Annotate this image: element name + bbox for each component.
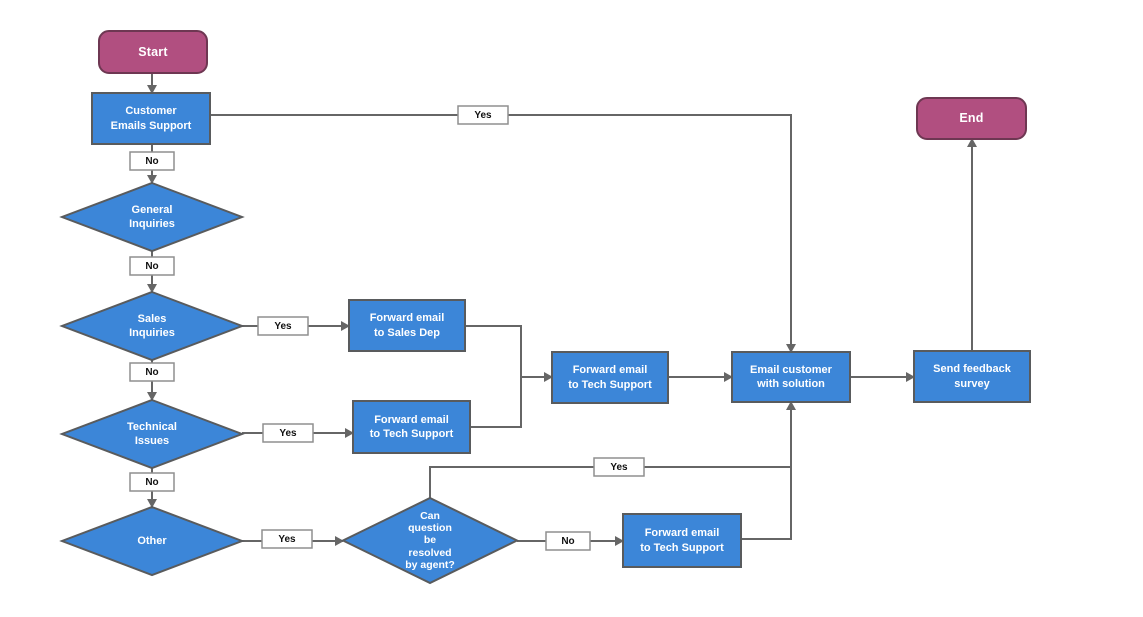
edge-forward-tech1-merge: [470, 378, 522, 428]
forward-email-tech-support-2-shape: [551, 351, 669, 404]
label-no-2-box: [129, 256, 175, 276]
email-customer-with-solution-shape: [731, 351, 851, 403]
send-feedback-survey-shape: [913, 350, 1031, 403]
start-shape: [98, 30, 208, 74]
edge-forward-sales-to-forward-tech2: [465, 325, 553, 382]
label-yes-technical-box: [262, 423, 314, 443]
edge-resolve-yes-to-email: [429, 401, 796, 498]
technical-issues-shape: [59, 398, 245, 470]
label-yes-top-box: [457, 105, 509, 125]
forward-email-tech-support-1-shape: [352, 400, 471, 454]
end-shape: [916, 97, 1027, 140]
label-no-resolved-box: [545, 531, 591, 551]
other-shape: [59, 505, 245, 577]
can-question-be-resolved-shape: [340, 496, 520, 585]
forward-email-tech-support-3-shape: [622, 513, 742, 568]
edge-forward-tech3-merge: [741, 467, 792, 540]
general-inquiries-shape: [59, 181, 245, 253]
label-no-1-box: [129, 151, 175, 171]
sales-inquiries-shape: [59, 290, 245, 362]
customer-emails-support-shape: [91, 92, 211, 145]
forward-email-sales-dep-shape: [348, 299, 466, 352]
label-no-4-box: [129, 472, 175, 492]
edge-customer-yes-to-email: [210, 114, 796, 353]
label-no-3-box: [129, 362, 175, 382]
label-yes-resolved-box: [593, 457, 645, 477]
label-yes-other-box: [261, 529, 313, 549]
label-yes-sales-box: [257, 316, 309, 336]
